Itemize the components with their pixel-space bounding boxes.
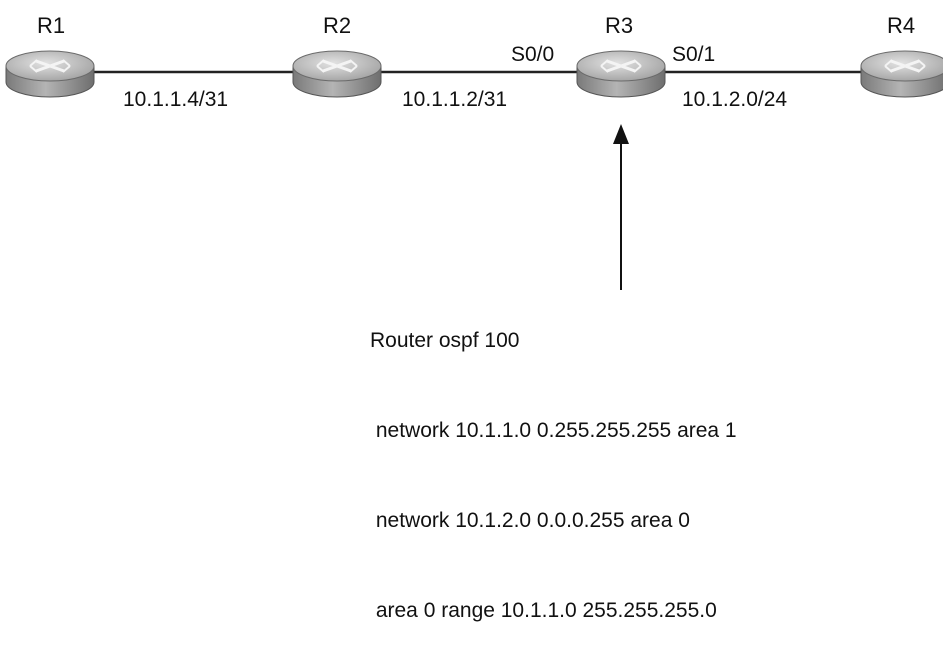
config-line-network-area0: network 10.1.2.0 0.0.0.255 area 0	[370, 509, 690, 532]
config-line-area-range: area 0 range 10.1.1.0 255.255.255.0	[370, 599, 717, 622]
config-arrow-head	[613, 124, 629, 144]
router-r3-label: R3	[605, 13, 634, 38]
router-r3-icon	[576, 50, 666, 98]
router-r1-icon	[5, 50, 95, 98]
interface-s0-1-label: S0/1	[672, 43, 716, 66]
link-r2-r3-subnet: 10.1.1.2/31	[402, 88, 508, 111]
router-r1-label: R1	[37, 13, 66, 38]
ospf-config-block: Router ospf 100 network 10.1.1.0 0.255.2…	[370, 266, 737, 656]
config-line-router-ospf: Router ospf 100	[370, 329, 520, 352]
network-diagram	[5, 50, 943, 290]
router-r4-label: R4	[887, 13, 916, 38]
link-r1-r2-subnet: 10.1.1.4/31	[123, 88, 229, 111]
link-r3-r4-subnet: 10.1.2.0/24	[682, 88, 788, 111]
router-r2-label: R2	[323, 13, 352, 38]
config-line-network-area1: network 10.1.1.0 0.255.255.255 area 1	[370, 419, 737, 442]
router-r2-icon	[292, 50, 382, 98]
interface-s0-0-label: S0/0	[511, 43, 555, 66]
router-r4-icon	[860, 50, 943, 98]
